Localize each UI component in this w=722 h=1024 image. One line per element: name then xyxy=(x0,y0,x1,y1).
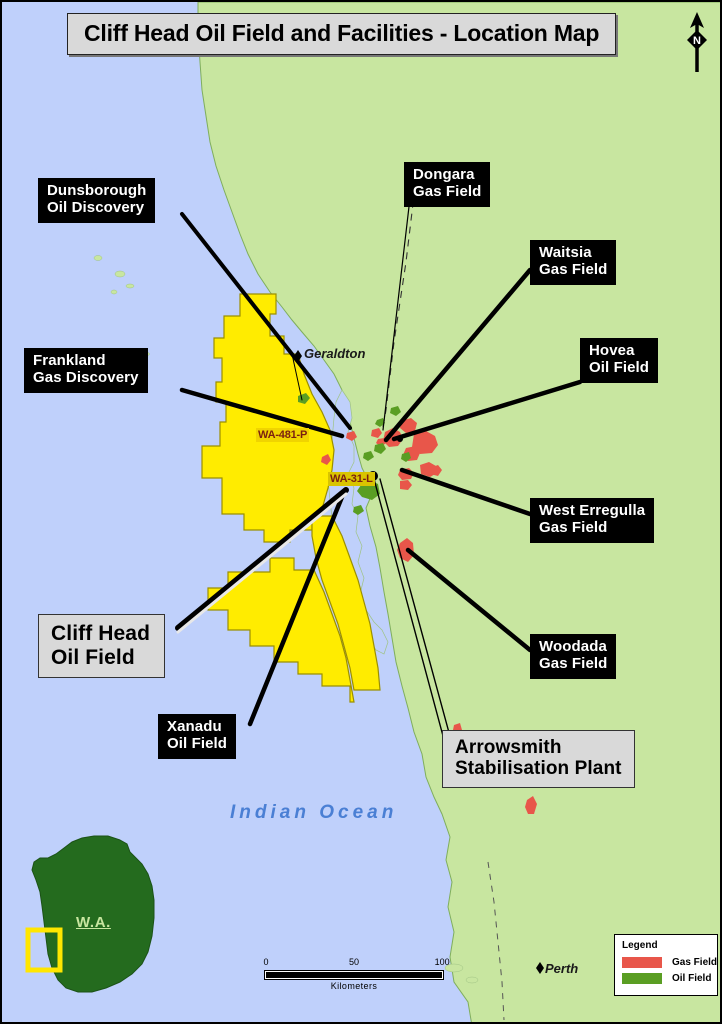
callout-arrowsmith-stabilisation-plant[interactable]: Arrowsmith Stabilisation Plant xyxy=(442,730,635,788)
callout-dongara-gas-field[interactable]: Dongara Gas Field xyxy=(404,162,491,207)
legend-swatch-gas-field xyxy=(622,957,662,968)
scale-tick-0: 0 xyxy=(263,957,269,967)
callout-hovea-oil-field[interactable]: Hovea Oil Field xyxy=(580,338,659,383)
callout-dunsborough-oil-discovery[interactable]: Dunsborough Oil Discovery xyxy=(38,178,156,223)
scale-bar: 0 50 100 Kilometers xyxy=(263,957,449,991)
callout-xanadu-oil-field[interactable]: Xanadu Oil Field xyxy=(158,714,237,759)
legend-title: Legend xyxy=(622,940,658,951)
permit-tag-wa-31-l: WA-31-L xyxy=(328,472,375,486)
leader-lines xyxy=(175,197,583,763)
inset-state-label: W.A. xyxy=(76,914,111,931)
callout-waitsia-gas-field[interactable]: Waitsia Gas Field xyxy=(530,240,617,285)
legend-item-gas-field: Gas Field xyxy=(622,957,717,968)
permit-tag-wa-481-p: WA-481-P xyxy=(256,428,310,442)
gas-field-polygons xyxy=(321,418,537,814)
offshore-islands-south xyxy=(444,963,479,984)
callout-west-erregulla-gas-field[interactable]: West Erregulla Gas Field xyxy=(530,498,655,543)
city-label-perth: Perth xyxy=(545,961,579,976)
legend-label-oil-field: Oil Field xyxy=(672,973,712,984)
perth-marker-icon xyxy=(536,958,544,974)
inset-map xyxy=(25,835,155,993)
permit-area-south-lobe xyxy=(311,515,381,691)
inset-highlight-box xyxy=(25,927,63,973)
legend-panel: Legend Gas Field Oil Field xyxy=(614,934,718,996)
callout-frankland-gas-discovery[interactable]: Frankland Gas Discovery xyxy=(24,348,148,393)
geraldton-marker-icon xyxy=(294,346,302,362)
permit-area-polygon xyxy=(201,293,355,703)
scale-units-label: Kilometers xyxy=(330,981,378,991)
legend-item-oil-field: Oil Field xyxy=(622,973,711,984)
ocean-label: Indian Ocean xyxy=(230,802,398,823)
callout-woodada-gas-field[interactable]: Woodada Gas Field xyxy=(530,634,617,679)
facility-marker-central xyxy=(397,436,403,442)
north-arrow: N xyxy=(687,12,707,72)
legend-swatch-oil-field xyxy=(622,973,662,984)
scale-tick-labels: 0 50 100 xyxy=(263,957,449,970)
legend-label-gas-field: Gas Field xyxy=(672,957,718,968)
compass-n-label: N xyxy=(693,35,701,47)
scale-tick-50: 50 xyxy=(348,957,360,967)
inland-boundary-dashed xyxy=(381,161,419,433)
city-label-geraldton: Geraldton xyxy=(304,346,366,361)
callout-cliff-head-oil-field[interactable]: Cliff Head Oil Field xyxy=(38,614,166,679)
map-title: Cliff Head Oil Field and Facilities - Lo… xyxy=(67,13,617,55)
scale-bar-graphic xyxy=(264,970,444,980)
scale-tick-100: 100 xyxy=(434,957,450,967)
inland-boundary-dashed-south xyxy=(487,861,505,1021)
